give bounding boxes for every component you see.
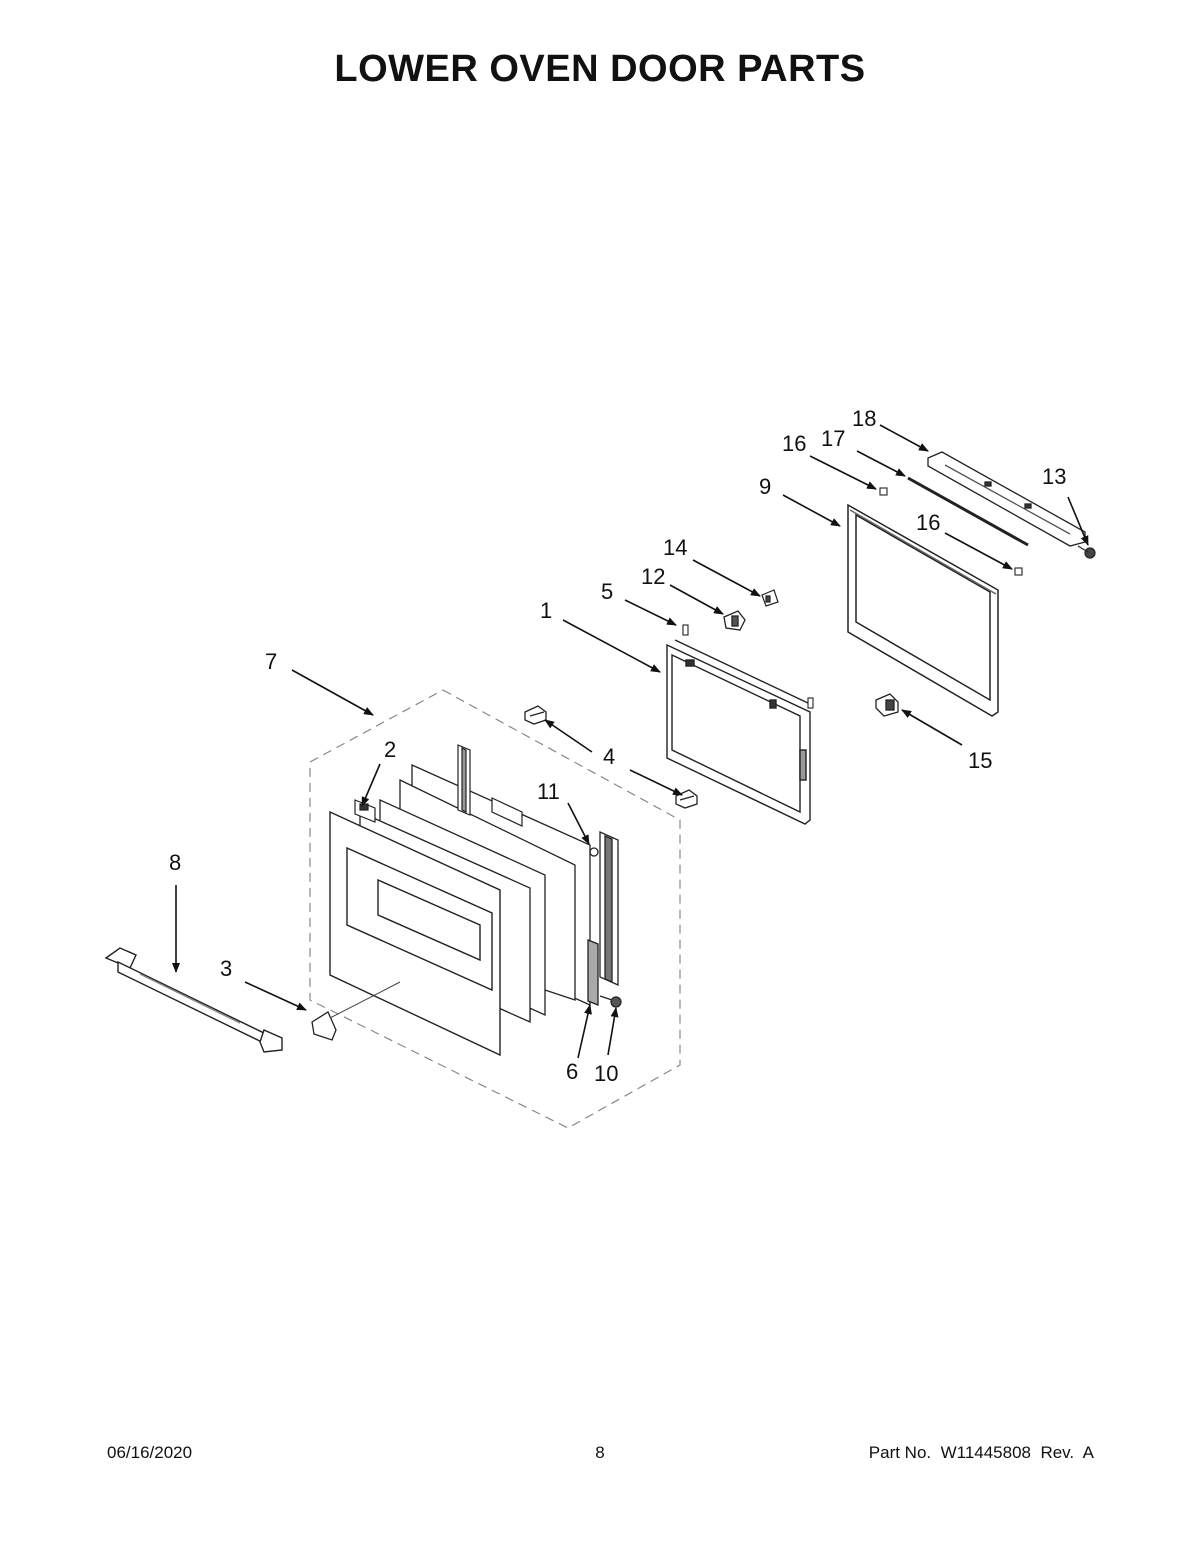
part-16-gasket-a	[879, 487, 888, 496]
footer-part-number: Part No. W11445808 Rev. A	[868, 1443, 1094, 1462]
page-title: LOWER OVEN DOOR PARTS	[334, 48, 866, 90]
callout-11: 11	[537, 779, 560, 804]
inner-hinge-channel	[457, 744, 523, 827]
callout-16-right: 16	[916, 510, 940, 535]
part-5-clip	[682, 624, 689, 636]
part-5-clip-b	[807, 697, 814, 709]
callout-16-top: 16	[782, 431, 806, 456]
callout-10: 10	[594, 1061, 618, 1086]
part-9-outer-frame	[847, 503, 999, 717]
part-18-top-vent	[927, 451, 1086, 547]
part-15-block	[875, 693, 899, 717]
part-3-end-cap	[311, 1011, 337, 1041]
footer-date: 06/16/2020	[107, 1443, 193, 1462]
callout-9: 9	[759, 474, 771, 499]
callout-3: 3	[220, 956, 232, 981]
callout-17: 17	[821, 426, 845, 451]
callout-18: 18	[852, 406, 876, 431]
footer-page-number: 8	[595, 1443, 605, 1462]
door-front-panel	[329, 810, 501, 1057]
part-11-screw	[589, 847, 599, 857]
part-12-bracket	[723, 610, 746, 631]
callout-4: 4	[603, 744, 615, 769]
callout-2: 2	[384, 737, 396, 762]
callout-6: 6	[566, 1059, 578, 1084]
part-14-clip	[761, 589, 779, 607]
callout-7: 7	[265, 649, 277, 674]
leader-handle-to-panel	[329, 981, 401, 1019]
part-8-handle	[104, 947, 283, 1053]
part-1-inner-frame	[666, 639, 811, 825]
part-16-gasket-b	[1014, 567, 1023, 576]
leader-arrows	[172, 424, 1089, 1059]
part-13-screw	[1077, 545, 1096, 559]
door-assembly-dashed-outline	[309, 689, 681, 1129]
callout-13: 13	[1042, 464, 1066, 489]
part-17-strip	[907, 476, 1029, 547]
callout-12: 12	[641, 564, 665, 589]
part-6-hinge	[587, 830, 619, 1006]
callout-14: 14	[663, 535, 687, 560]
callout-1: 1	[540, 598, 552, 623]
part-10-screw	[599, 995, 622, 1008]
callout-5: 5	[601, 579, 613, 604]
callout-15: 15	[968, 748, 992, 773]
callout-8: 8	[169, 850, 181, 875]
